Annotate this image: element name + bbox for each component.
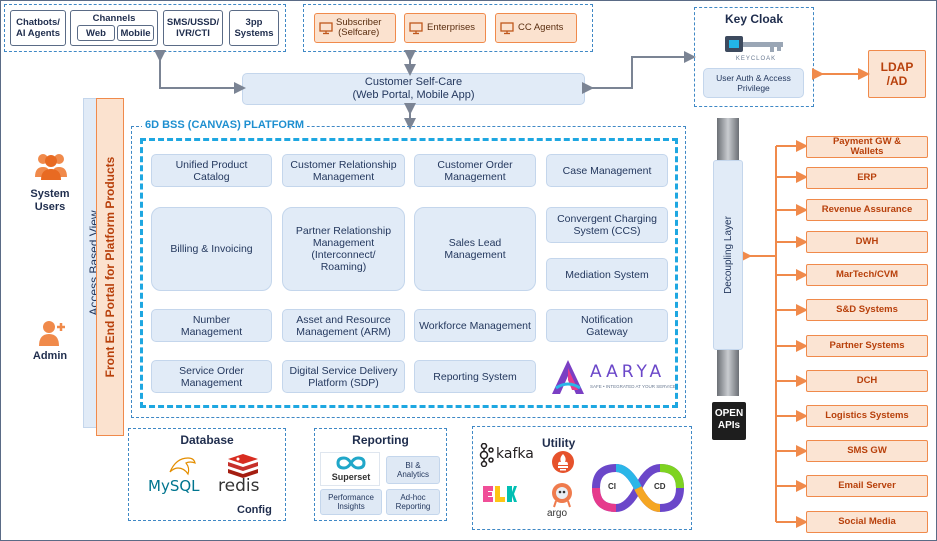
bi-analytics-box: BI & Analytics bbox=[386, 456, 440, 484]
module-mediation: Mediation System bbox=[546, 258, 668, 291]
ci-cd-icon bbox=[592, 463, 684, 513]
platform-title: 6D BSS (CANVAS) PLATFORM bbox=[142, 119, 308, 131]
ldap-box: LDAP /AD bbox=[868, 50, 926, 98]
platform-inner bbox=[140, 138, 678, 408]
module-ccs: Convergent Charging System (CCS) bbox=[546, 207, 668, 243]
ci-label: CI bbox=[608, 482, 616, 491]
utility-group bbox=[472, 426, 692, 530]
decoupling-pipe-top bbox=[717, 118, 739, 164]
ivr-box: SMS/USSD/ IVR/CTI bbox=[163, 10, 223, 46]
superset-label: Superset bbox=[331, 472, 371, 482]
aarya-tagline: SAFE • INTEGRATED AT YOUR SERVICE bbox=[590, 384, 676, 389]
module-case-management: Case Management bbox=[546, 154, 668, 187]
database-title: Database bbox=[180, 433, 234, 447]
ext-email-server: Email Server bbox=[806, 475, 928, 497]
system-users-icon bbox=[35, 154, 67, 180]
elk-logo: elk bbox=[481, 505, 489, 511]
admin-icon bbox=[39, 321, 65, 346]
monitor-icon bbox=[319, 22, 333, 35]
module-notification-gateway: Notification Gateway bbox=[546, 309, 668, 342]
database-group bbox=[128, 428, 286, 521]
ext-sms-gw: SMS GW bbox=[806, 440, 928, 462]
front-end-portal-label: Front End Portal for Platform Products bbox=[103, 156, 117, 378]
keycloak-auth-box: User Auth & Access Privilege bbox=[703, 68, 804, 98]
open-apis-badge: OPEN APIs bbox=[712, 402, 746, 440]
kafka-icon bbox=[479, 443, 494, 467]
argo-icon bbox=[552, 483, 572, 508]
redis-logo: redis bbox=[218, 476, 260, 496]
dolphin-icon bbox=[169, 457, 196, 476]
kafka-logo: kafka bbox=[496, 446, 534, 462]
reporting-group bbox=[314, 428, 447, 521]
ext-partner-systems: Partner Systems bbox=[806, 335, 928, 357]
module-sales-lead: Sales Lead Management bbox=[414, 207, 536, 291]
front-end-portal-bar bbox=[96, 98, 124, 436]
3pp-systems-box: 3pp Systems bbox=[229, 10, 279, 46]
platform-outer bbox=[131, 126, 686, 418]
channels-title: Channels bbox=[92, 13, 136, 24]
reporting-title: Reporting bbox=[352, 433, 409, 447]
mysql-logo: MySQL bbox=[148, 477, 200, 495]
enterprises-label: Enterprises bbox=[427, 22, 476, 33]
channels-group bbox=[4, 4, 286, 52]
prometheus-icon bbox=[552, 451, 574, 473]
aarya-logo: AARYA SAFE • INTEGRATED AT YOUR SERVICE bbox=[548, 356, 676, 398]
ext-erp: ERP bbox=[806, 167, 928, 189]
module-reporting-system: Reporting System bbox=[414, 360, 536, 393]
monitor-icon bbox=[409, 22, 423, 35]
module-number-management: Number Management bbox=[151, 309, 272, 342]
decoupling-layer-label: Decoupling Layer bbox=[722, 216, 734, 294]
cc-agents-label: CC Agents bbox=[518, 22, 564, 33]
decoupling-pipe-bottom bbox=[717, 350, 739, 396]
superset-icon bbox=[336, 456, 366, 470]
web-box: Web bbox=[77, 25, 115, 41]
module-arm: Asset and Resource Management (ARM) bbox=[282, 309, 405, 342]
elk-icon bbox=[483, 486, 517, 502]
keycloak-title: Key Cloak bbox=[724, 12, 784, 26]
decoupling-layer-box bbox=[713, 160, 743, 350]
module-service-order: Service Order Management bbox=[151, 360, 272, 393]
chatbots-box: Chatbots/ AI Agents bbox=[10, 10, 66, 46]
argo-logo: argo bbox=[547, 508, 568, 519]
monitor-icon bbox=[500, 22, 514, 35]
utility-title: Utility bbox=[542, 436, 576, 450]
module-workforce: Workforce Management bbox=[414, 309, 536, 342]
ext-logistics: Logistics Systems bbox=[806, 405, 928, 427]
cd-label: CD bbox=[654, 482, 666, 491]
subscriber-label: Subscriber (Selfcare) bbox=[336, 17, 382, 38]
enterprises-box: Enterprises bbox=[404, 13, 486, 43]
adhoc-reporting-box: Ad-hoc Reporting bbox=[386, 489, 440, 515]
ext-sd-systems: S&D Systems bbox=[806, 299, 928, 321]
redis-icon bbox=[228, 454, 258, 478]
aarya-name: AARYA bbox=[590, 362, 666, 382]
ext-revenue-assurance: Revenue Assurance bbox=[806, 199, 928, 221]
aarya-emblem bbox=[552, 360, 584, 394]
module-crm: Customer Relationship Management bbox=[282, 154, 405, 187]
ext-payment-gw: Payment GW & Wallets bbox=[806, 136, 928, 158]
ext-social-media: Social Media bbox=[806, 511, 928, 533]
config-label: Config bbox=[237, 504, 272, 516]
module-sdp: Digital Service Delivery Platform (SDP) bbox=[282, 360, 405, 393]
module-unified-product-catalog: Unified Product Catalog bbox=[151, 154, 272, 187]
system-users-label: System Users bbox=[30, 188, 70, 213]
subscriber-box: Subscriber (Selfcare) bbox=[314, 13, 396, 43]
cc-agents-box: CC Agents bbox=[495, 13, 577, 43]
ext-martech: MarTech/CVM bbox=[806, 264, 928, 286]
key-icon bbox=[725, 36, 783, 52]
ext-dch: DCH bbox=[806, 370, 928, 392]
ext-dwh: DWH bbox=[806, 231, 928, 253]
module-customer-order: Customer Order Management bbox=[414, 154, 536, 187]
module-prm: Partner Relationship Management (Interco… bbox=[282, 207, 405, 291]
superset-logo: Superset bbox=[320, 452, 380, 486]
customer-self-care-box: Customer Self-Care (Web Portal, Mobile A… bbox=[242, 73, 585, 105]
users-group bbox=[303, 4, 593, 52]
performance-insights-box: Performance Insights bbox=[320, 489, 382, 515]
mobile-box: Mobile bbox=[117, 25, 154, 41]
admin-label: Admin bbox=[32, 350, 68, 362]
module-billing: Billing & Invoicing bbox=[151, 207, 272, 291]
keycloak-logo-text: KEYCLOAK bbox=[735, 56, 777, 62]
